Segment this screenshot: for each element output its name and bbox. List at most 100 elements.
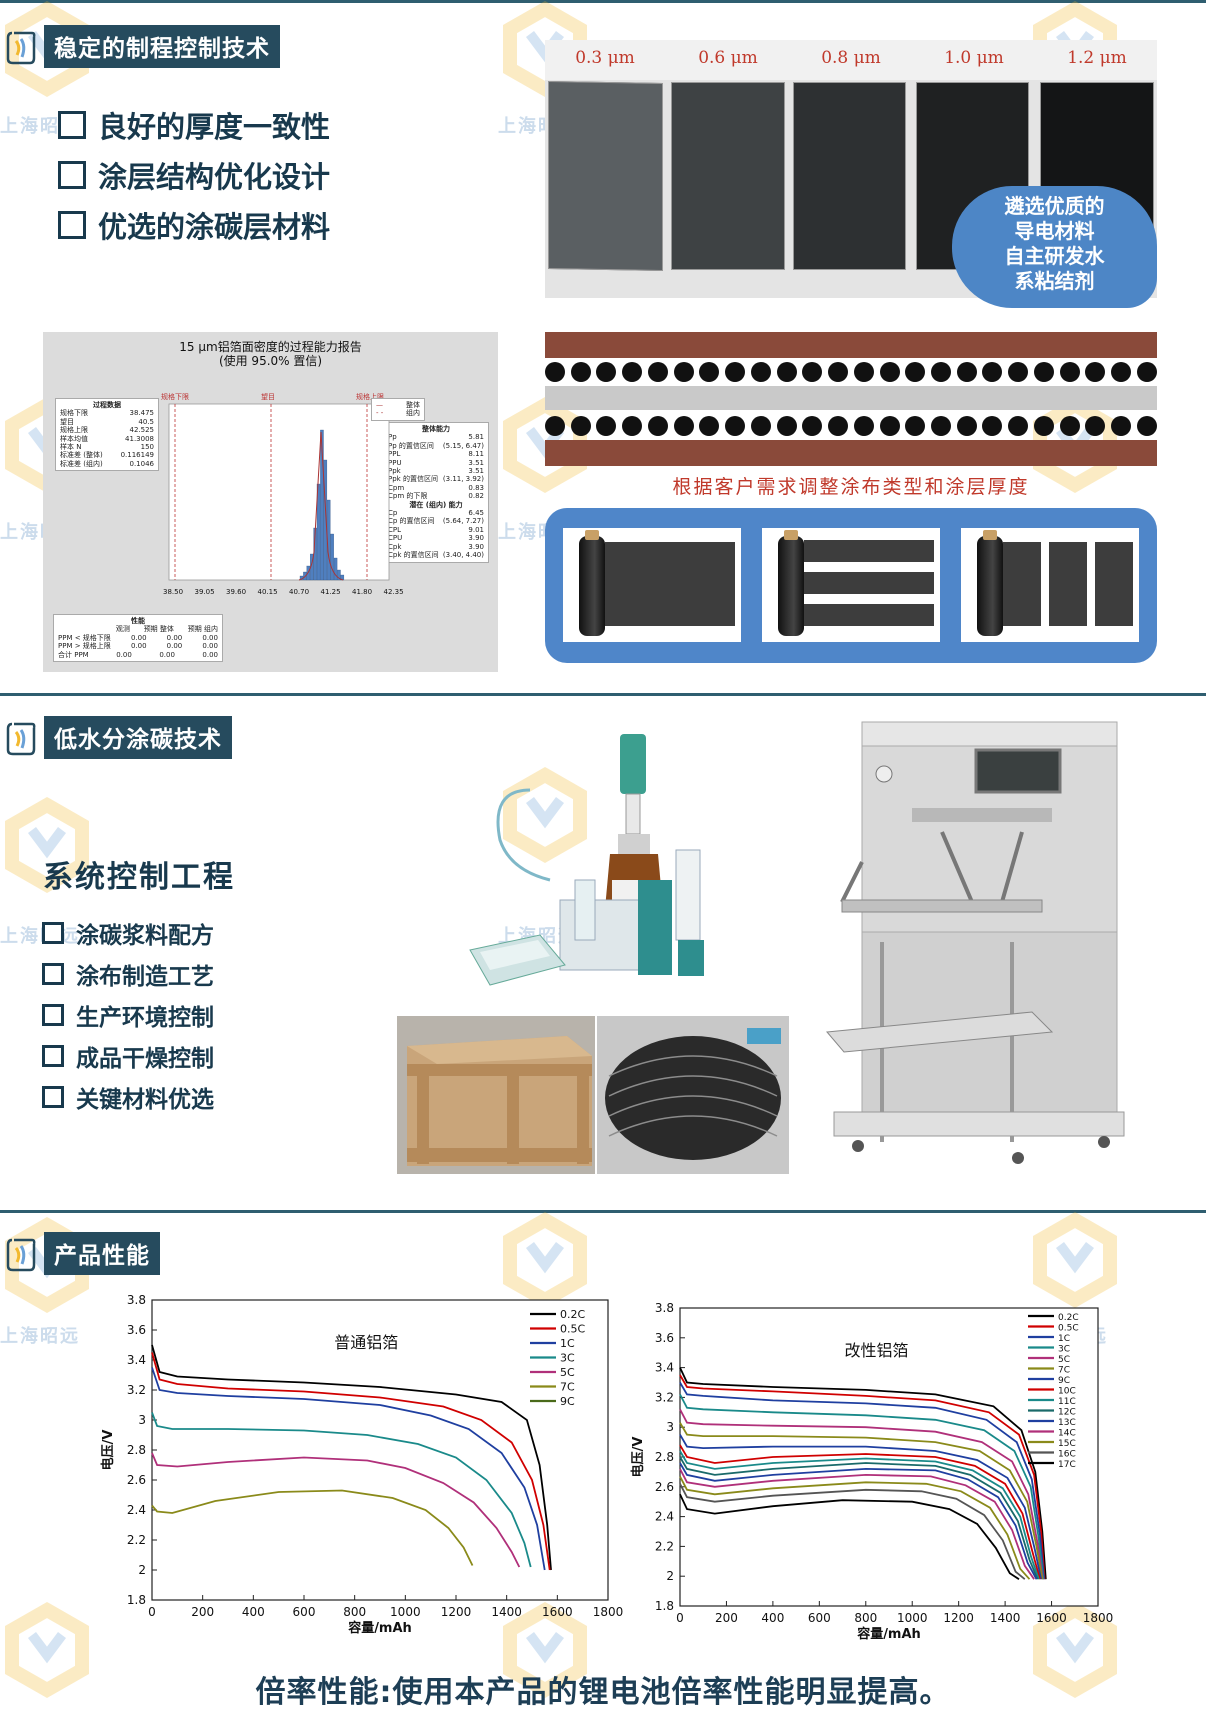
carbon-particle-icon: [879, 416, 900, 436]
checkbox-icon: [42, 921, 64, 944]
table-cell: 0.00: [166, 633, 183, 642]
checklist-label: 生产环境控制: [76, 1004, 214, 1031]
y-tick-label: 3: [666, 1420, 674, 1434]
legend-label: 5C: [1058, 1355, 1070, 1365]
scroll-icon: [4, 719, 38, 757]
coating-caption: 根据客户需求调整涂布类型和涂层厚度: [672, 476, 1030, 498]
table-cell: 41.3008: [125, 434, 154, 443]
table-cell: 标准差 (整体): [60, 451, 103, 460]
callout-line: 自主研发水: [1004, 244, 1105, 268]
coating-type-panel: [545, 508, 1157, 663]
report-subtitle: (使用 95.0% 置信): [218, 354, 323, 368]
coated-foil-sample-photo: [548, 80, 663, 272]
legend-item: —整体: [376, 401, 420, 409]
x-tick-label: 1200: [441, 1605, 472, 1619]
y-tick-label: 3.6: [655, 1331, 674, 1345]
y-tick-label: 3.4: [655, 1361, 674, 1375]
x-tick-label: 200: [191, 1605, 214, 1619]
spec-label: 规格下限: [161, 392, 189, 401]
x-tick-label: 600: [808, 1611, 831, 1625]
full-coating-roll-image: [563, 528, 741, 642]
x-tick-label: 600: [293, 1605, 316, 1619]
table-row: Ppk 的置信区间(3.11, 3.92): [388, 475, 484, 483]
series-line: [679, 1462, 1038, 1580]
coated-foil-sample-photo: [793, 82, 906, 270]
carbon-particle-icon: [699, 416, 720, 436]
table-cell: 0.1046: [129, 459, 155, 468]
series-line: [679, 1367, 1047, 1580]
y-tick-label: 1.8: [127, 1593, 146, 1607]
y-tick-label: 3.2: [655, 1390, 674, 1404]
carbon-particle-icon: [1033, 416, 1054, 436]
table-cell: 3.90: [468, 542, 484, 551]
histogram-x-tick-label: 39.05: [195, 588, 215, 596]
legend-label: 1C: [560, 1337, 575, 1350]
legend-label: 0.5C: [560, 1323, 585, 1336]
x-axis-label: 容量/mAh: [856, 1626, 921, 1642]
table-cell: Ppk 的置信区间: [388, 475, 438, 484]
legend-label: 17C: [1058, 1460, 1076, 1470]
table-cell: Cp: [388, 509, 398, 518]
table-cell: 规格下限: [60, 409, 88, 418]
x-axis-label: 容量/mAh: [347, 1620, 412, 1636]
table-cell: 标准差 (组内): [60, 459, 103, 468]
x-tick-label: 400: [761, 1611, 784, 1625]
histogram-x-tick-label: 40.15: [258, 588, 278, 596]
carbon-particle-icon: [725, 416, 746, 436]
y-tick-label: 2.8: [655, 1450, 674, 1464]
carbon-particle-icon: [1008, 416, 1029, 436]
table-cell: 3.90: [468, 534, 484, 543]
table-cell: Cpk 的置信区间: [388, 551, 439, 560]
x-tick-label: 1600: [1036, 1611, 1067, 1625]
series-line: [679, 1475, 1031, 1580]
feature-checklist: 良好的厚度一致性 涂层结构优化设计 优选的涂碳层材料: [58, 100, 330, 250]
chart-title: 普通铝箔: [334, 1333, 398, 1352]
material-callout-bubble: 遴选优质的 导电材料 自主研发水 系粘结剂: [952, 186, 1157, 308]
carbon-particle-icon: [699, 362, 720, 382]
carbon-particle-icon: [828, 416, 849, 436]
checklist-item: 良好的厚度一致性: [58, 100, 330, 150]
y-tick-label: 2.4: [655, 1510, 674, 1524]
legend-label: 3C: [560, 1352, 575, 1365]
carbon-particle-icon: [1111, 416, 1132, 436]
table-cell: 0.00: [202, 642, 218, 651]
watermark-logo-icon: [503, 1601, 587, 1699]
legend-label: 10C: [1058, 1387, 1076, 1397]
y-tick-label: 3.8: [127, 1293, 146, 1307]
series-line: [151, 1452, 521, 1568]
carbon-particle-icon: [853, 416, 874, 436]
carbon-particle-icon: [853, 362, 874, 382]
carbon-particle-icon: [545, 416, 565, 436]
legend-label: 9C: [560, 1395, 575, 1408]
series-line: [151, 1352, 551, 1571]
carbon-particle-icon: [570, 362, 591, 382]
thickness-label: 1.2 μm: [1067, 48, 1127, 68]
y-tick-label: 1.8: [655, 1599, 674, 1613]
checklist-label: 涂布制造工艺: [76, 963, 214, 990]
checklist-label: 涂碳浆料配方: [76, 922, 214, 949]
carbon-particle-icon: [879, 362, 900, 382]
table-row: 标准差 (整体)0.116149: [60, 451, 154, 459]
thickness-label-strip: [545, 40, 1157, 80]
table-cell: 6.45: [468, 509, 484, 518]
table-row: 标准差 (组内) 0.1046: [60, 460, 154, 468]
section-header-process-control: 稳定的制程控制技术: [4, 25, 280, 68]
scroll-icon: [4, 1235, 38, 1273]
legend-item: - -组内: [376, 409, 420, 418]
y-tick-label: 2: [138, 1563, 146, 1577]
checklist-label: 涂层结构优化设计: [98, 160, 331, 194]
plot-area: [151, 1299, 609, 1601]
table-cell: 0.00: [130, 633, 147, 642]
roll-cap-icon: [585, 530, 599, 540]
series-line: [151, 1489, 474, 1566]
carbon-particle-icon: [802, 416, 823, 436]
coating-strip: [1095, 542, 1133, 626]
table-cell: Pp: [388, 433, 397, 442]
table-cell: 合计 PPM: [58, 650, 89, 659]
thickness-label: 0.8 μm: [821, 48, 881, 68]
section-title: 低水分涂碳技术: [44, 716, 232, 759]
legend-label: 16C: [1058, 1450, 1076, 1460]
